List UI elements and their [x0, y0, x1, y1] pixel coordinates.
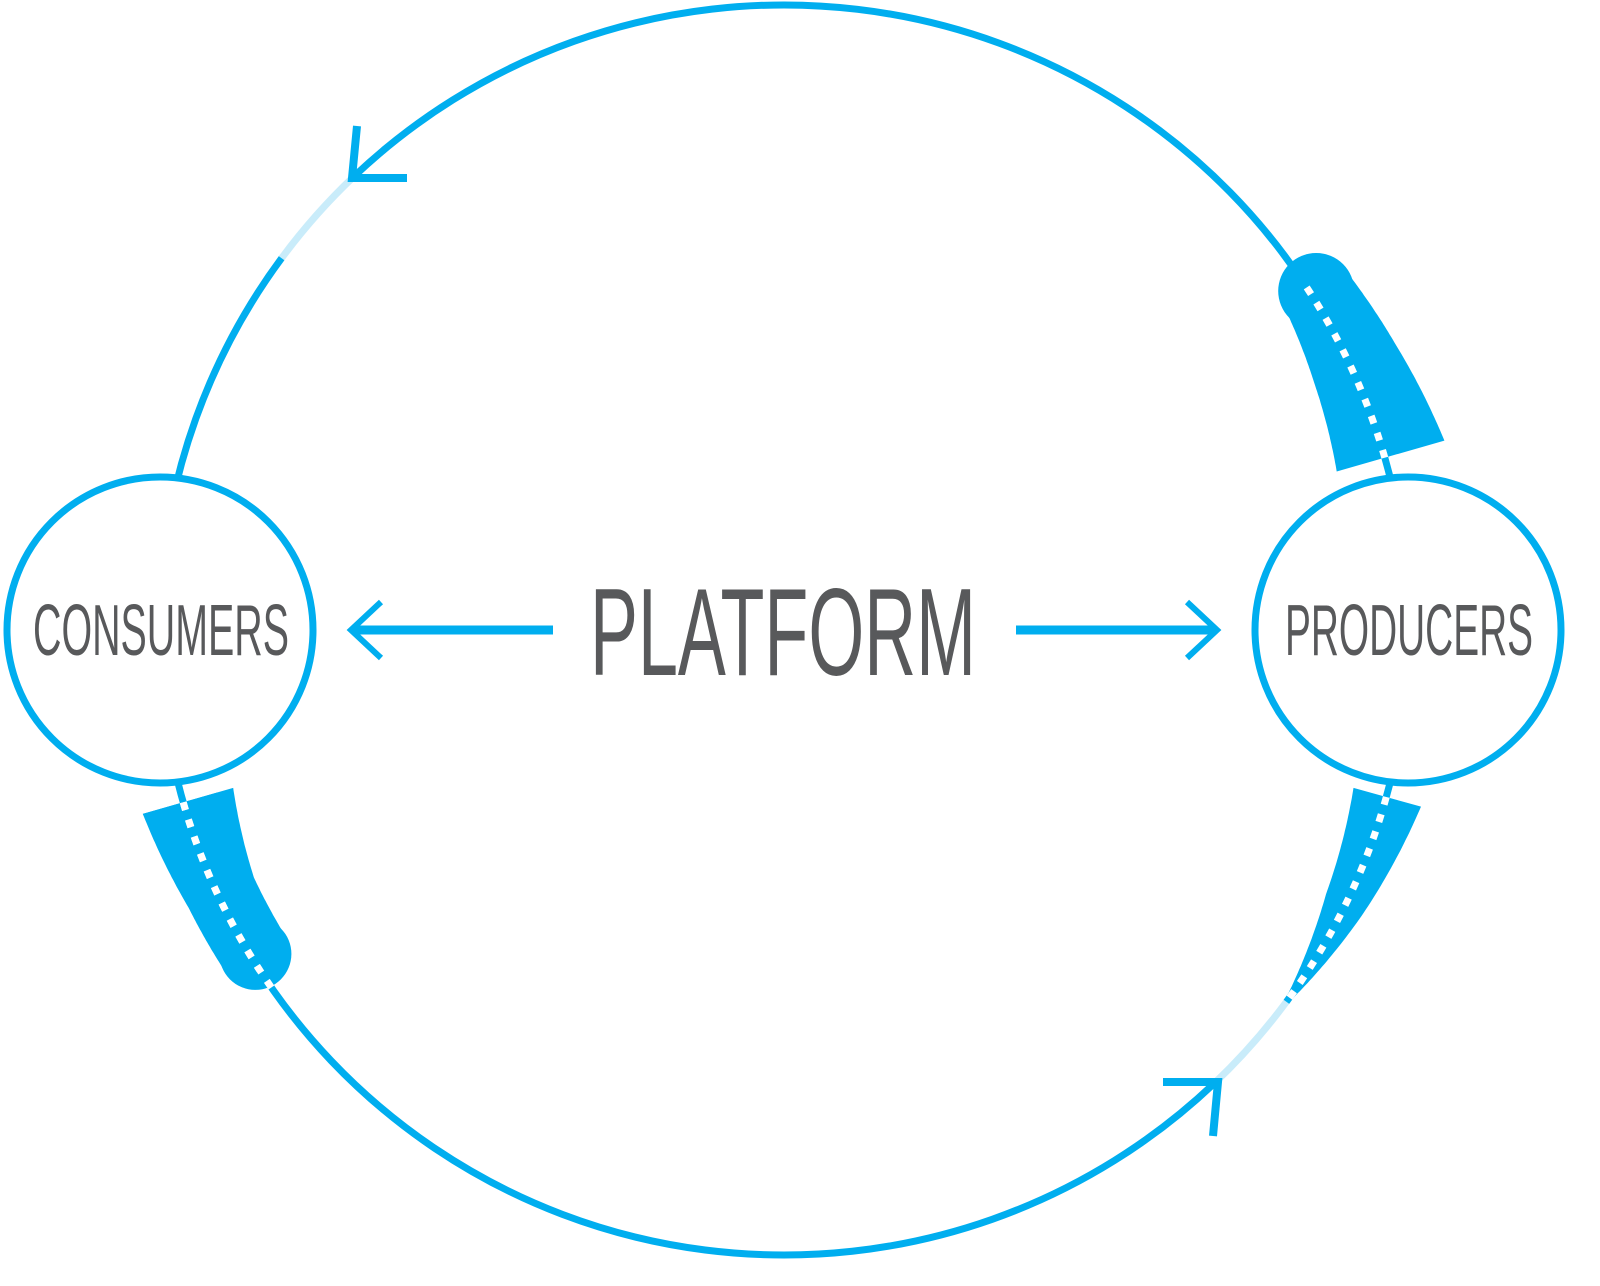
dots-producers-bottom: [1283, 796, 1390, 1004]
ring-top-left-faded: [278, 174, 357, 261]
platform-title: PLATFORM: [590, 564, 976, 702]
cycle-arrowhead-top-left: [347, 125, 407, 182]
ring-bottom-right-faded: [1211, 999, 1290, 1086]
ring-top-arc: [351, 1, 1312, 292]
producers-label: PRODUCERS: [1285, 591, 1533, 671]
consumers-label: CONSUMERS: [33, 591, 289, 671]
arrowhead-right: [1184, 599, 1222, 661]
band-consumers-bottom-cap: [219, 917, 292, 990]
arrow-to-consumers: [346, 599, 553, 661]
consumers-circle: [3, 473, 317, 787]
dots-consumers-bottom: [179, 801, 263, 973]
cycle-arrowhead-bottom-right: [1163, 1078, 1223, 1137]
arrow-to-producers: [1016, 599, 1222, 661]
dotted-flow-lines: [179, 278, 1390, 1004]
dots-producers-top: [1299, 278, 1389, 459]
producers-node: PRODUCERS: [1251, 473, 1565, 787]
producers-circle: [1251, 473, 1565, 787]
consumers-node: CONSUMERS: [3, 473, 317, 787]
ring-bottom-arc: [251, 959, 1217, 1259]
arrowhead-left: [346, 599, 384, 661]
